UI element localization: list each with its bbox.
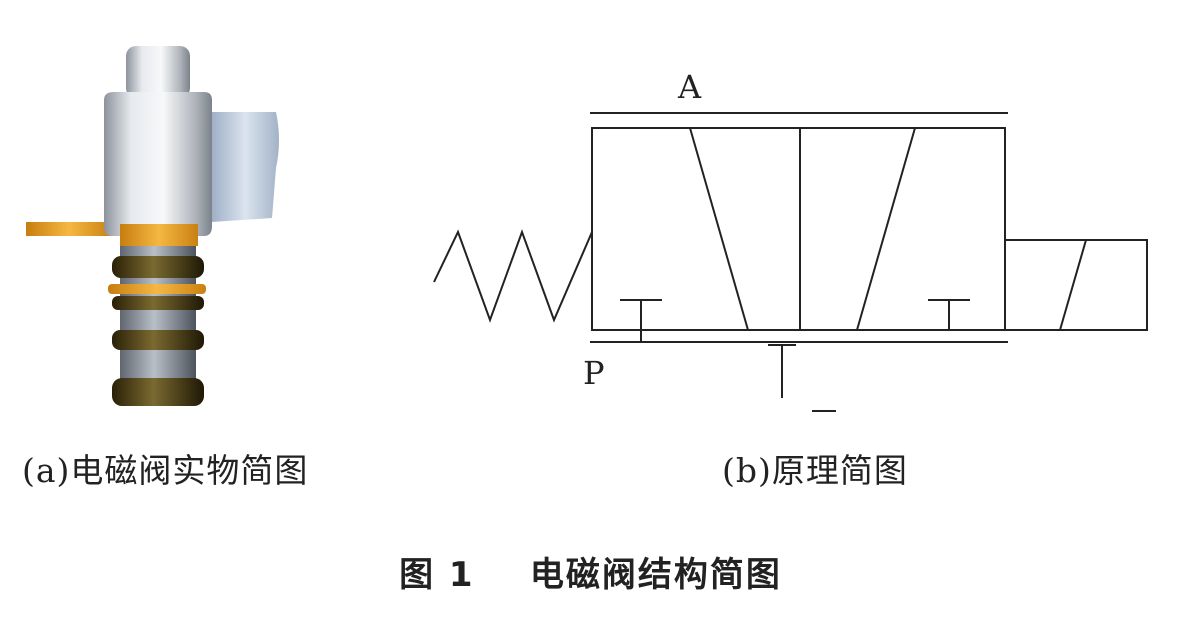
valve-body (104, 92, 212, 236)
o-ring (112, 330, 204, 350)
o-ring (112, 296, 204, 310)
port-p-label: P (583, 354, 605, 392)
spring (433, 229, 593, 323)
valve-block-right (799, 127, 1006, 331)
top-cap (126, 46, 190, 98)
caption-b: (b)原理简图 (722, 451, 908, 490)
figure-title: 图 1 电磁阀结构简图 (399, 555, 782, 595)
flow-line (689, 127, 749, 331)
o-ring (112, 256, 204, 278)
terminal-pin (26, 222, 112, 236)
solenoid-actuator (1004, 239, 1148, 331)
connector-bracket (212, 112, 279, 222)
valve-schematic (433, 112, 1148, 412)
solenoid-valve-photo (26, 46, 279, 406)
o-ring (112, 378, 204, 406)
flow-line (856, 127, 916, 331)
port-a-label: A (678, 68, 702, 106)
caption-a: (a)电磁阀实物简图 (22, 451, 309, 490)
